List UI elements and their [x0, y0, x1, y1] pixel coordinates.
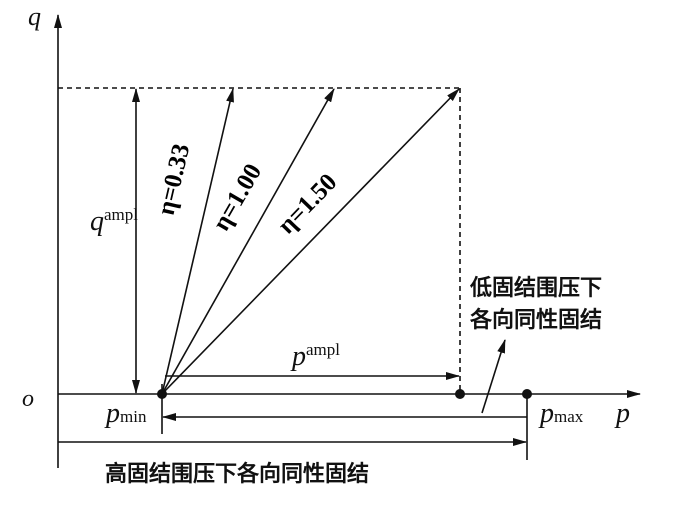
point-pmax	[522, 389, 532, 399]
point-pmin	[157, 389, 167, 399]
origin-label: o	[22, 386, 34, 412]
path-eta-100	[161, 88, 335, 395]
point-peak	[455, 389, 465, 399]
q-axis-label: q	[28, 2, 41, 31]
low-pressure-annotation-line1: 低固结围压下	[470, 276, 603, 301]
p-max-label: pmax	[540, 398, 584, 429]
path-eta-033	[161, 88, 234, 395]
p-ampl-label: pampl	[292, 340, 340, 372]
p-min-label: pmin	[106, 398, 147, 429]
q-ampl-label: qampl	[90, 205, 138, 237]
high-pressure-annotation: 高固结围压下各向同性固结	[105, 462, 370, 487]
low-pressure-annotation-line2: 各向同性固结	[470, 308, 603, 333]
p-axis-label: p	[616, 398, 630, 429]
low-annotation-pointer	[481, 339, 506, 414]
path-eta-150	[161, 88, 460, 395]
